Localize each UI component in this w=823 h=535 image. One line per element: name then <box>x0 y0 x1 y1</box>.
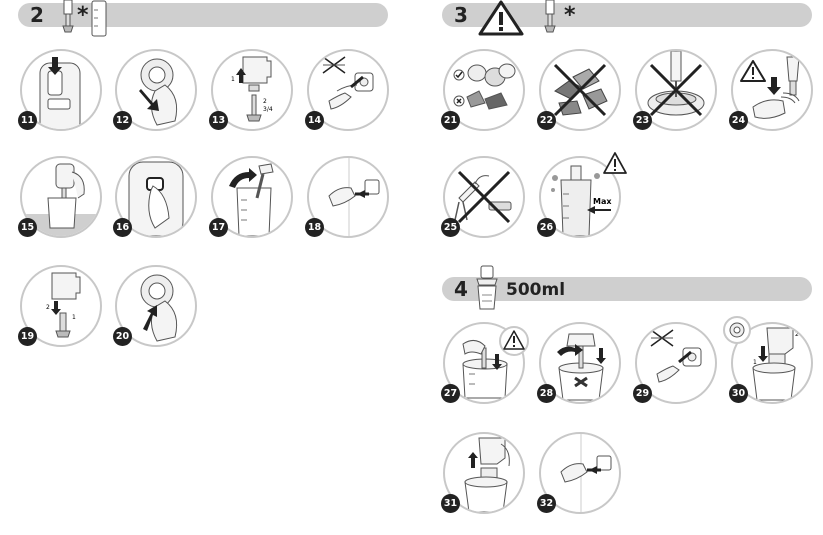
step-badge: 23 <box>633 111 652 130</box>
step-13: 1 2 3/4 13 <box>209 49 293 131</box>
step-17-illustration <box>229 163 274 236</box>
step-16-illustration <box>128 161 184 236</box>
step-badge: 18 <box>305 218 324 237</box>
step-24: 24 <box>729 49 813 131</box>
step-badge: 17 <box>209 218 228 237</box>
warning-badge-icon <box>499 326 529 356</box>
step-20-illustration <box>140 274 178 342</box>
hand-blender-icon <box>62 0 74 33</box>
step-20: 20 <box>113 265 197 347</box>
step-19-label-2: 2 <box>46 304 50 311</box>
step-badge: 22 <box>537 111 556 130</box>
step-badge: 12 <box>113 111 132 130</box>
step-22: 22 <box>537 49 621 131</box>
step-badge: 24 <box>729 111 748 130</box>
step-badge: 27 <box>441 384 460 403</box>
step-15-illustration <box>22 163 100 236</box>
section-3-asterisk: * <box>564 3 576 28</box>
step-28-illustration <box>557 333 606 401</box>
step-badge: 15 <box>18 218 37 237</box>
step-badge: 16 <box>113 218 132 237</box>
step-19-label-1: 1 <box>72 314 76 321</box>
step-11-illustration <box>39 57 81 129</box>
section-4-bar <box>442 277 812 301</box>
step-15: 15 <box>18 156 102 238</box>
step-13-label-3: 3/4 <box>263 106 273 113</box>
warning-triangle-icon <box>478 0 524 36</box>
step-21: 21 <box>441 49 525 131</box>
step-18-illustration <box>328 158 380 236</box>
step-badge: 13 <box>209 111 228 130</box>
step-12-illustration <box>139 58 178 126</box>
step-19-illustration: 2 1 <box>46 272 81 338</box>
step-28: 28 <box>537 322 621 404</box>
section-2-bar <box>18 3 388 27</box>
max-label: Max <box>593 197 612 206</box>
warning-triangle-icon <box>603 152 627 174</box>
step-25-illustration <box>454 170 512 224</box>
chopper-icon <box>476 265 498 310</box>
step-29-illustration <box>650 329 702 383</box>
step-13-label-1: 1 <box>231 76 235 83</box>
section-2-number: 2 <box>30 3 44 27</box>
step-badge: 28 <box>537 384 556 403</box>
step-19: 2 1 19 <box>18 265 102 347</box>
step-13-label-2: 2 <box>263 98 267 105</box>
chopper-top-icon <box>723 316 751 344</box>
step-14-illustration <box>322 56 374 110</box>
section-4-subtitle: 500ml <box>506 280 566 300</box>
beaker-icon <box>91 0 107 37</box>
step-23-illustration <box>647 51 705 117</box>
step-11: 11 <box>18 49 102 131</box>
step-badge: 25 <box>441 218 460 237</box>
step-21-illustration <box>453 63 516 110</box>
step-30-label-2: 2 <box>795 331 799 338</box>
step-31: 31 <box>441 432 525 514</box>
step-badge: 14 <box>305 111 324 130</box>
step-18: 18 <box>305 156 389 238</box>
step-16: 16 <box>113 156 197 238</box>
step-29: 29 <box>633 322 717 404</box>
step-22-illustration <box>553 63 608 117</box>
step-32-illustration <box>560 434 612 512</box>
step-badge: 32 <box>537 494 556 513</box>
section-4-number: 4 <box>454 277 468 301</box>
step-32: 32 <box>537 432 621 514</box>
step-27-illustration <box>462 340 508 399</box>
section-2-asterisk: * <box>77 3 89 28</box>
step-badge: 19 <box>18 327 37 346</box>
step-26-illustration: Max <box>551 165 612 236</box>
step-badge: 11 <box>18 111 37 130</box>
step-badge: 31 <box>441 494 460 513</box>
step-30-illustration: 2 1 <box>752 327 799 401</box>
step-14: 14 <box>305 49 389 131</box>
step-badge: 30 <box>729 384 748 403</box>
step-25: 25 <box>441 156 525 238</box>
section-3-number: 3 <box>454 3 468 27</box>
step-badge: 21 <box>441 111 460 130</box>
step-30-label-1: 1 <box>753 359 757 366</box>
step-12: 12 <box>113 49 197 131</box>
step-badge: 26 <box>537 218 556 237</box>
step-23: 23 <box>633 49 717 131</box>
step-17: 17 <box>209 156 293 238</box>
hand-blender-icon <box>544 0 556 33</box>
step-24-illustration <box>740 56 800 119</box>
step-badge: 29 <box>633 384 652 403</box>
step-badge: 20 <box>113 327 132 346</box>
step-31-illustration <box>464 437 510 512</box>
step-13-illustration: 1 2 3/4 <box>231 56 273 122</box>
